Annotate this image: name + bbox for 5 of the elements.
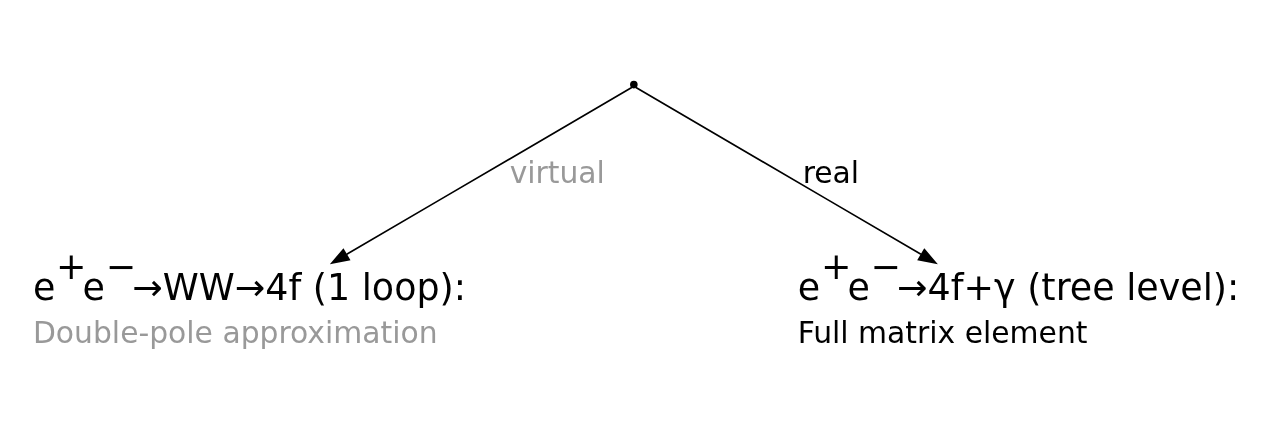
arrow	[634, 86, 938, 265]
arrow	[329, 86, 633, 265]
edge-label: real	[802, 154, 860, 190]
edge-label: virtual	[509, 154, 605, 190]
node-point	[630, 80, 638, 89]
